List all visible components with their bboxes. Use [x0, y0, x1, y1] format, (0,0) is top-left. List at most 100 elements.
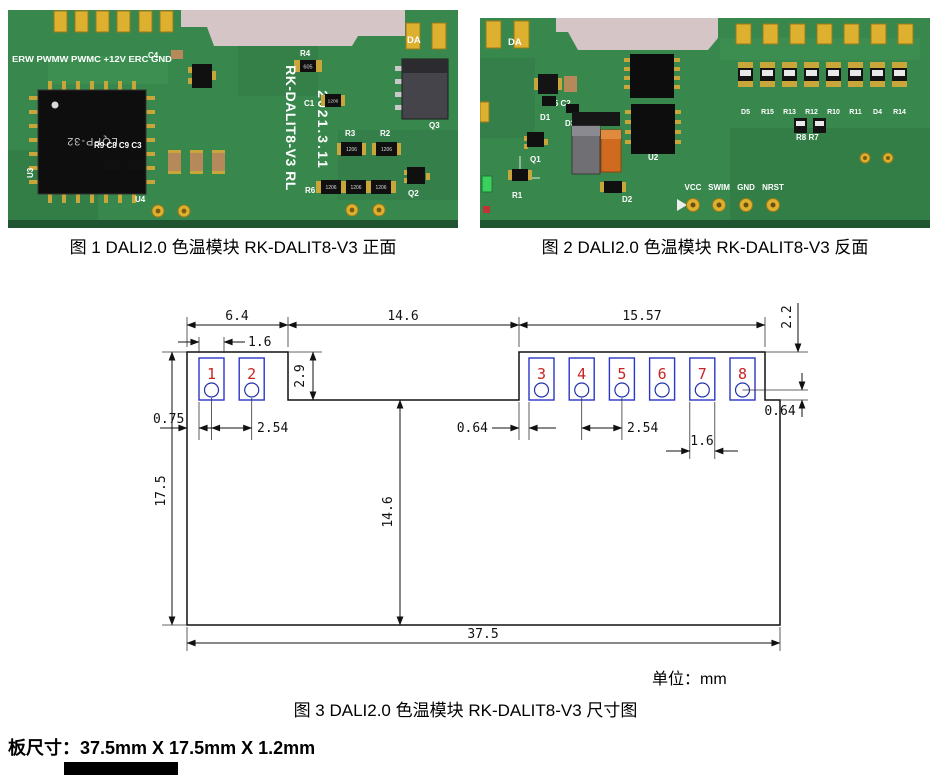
front-top-pads	[53, 10, 174, 33]
dim-tab-inset: 0.64	[457, 421, 488, 436]
dim-pad-top-offset: 2.2	[780, 305, 795, 328]
ref-r3: R3	[345, 129, 356, 138]
front-vias	[151, 203, 386, 218]
front-model-text: RK-DALIT8-V3 RL	[283, 65, 299, 191]
dimension-drawing: 1 2 3 4 5 6 7 8	[153, 303, 808, 651]
component-r5	[534, 74, 577, 94]
svg-text:1: 1	[207, 365, 216, 383]
board-outline	[186, 351, 781, 626]
ref-c4: C4	[148, 51, 159, 60]
figure2-caption: 图 2 DALI2.0 色温模块 RK-DALIT8-V3 反面	[541, 238, 869, 257]
unit-label: 单位：mm	[652, 671, 727, 688]
component-d3	[566, 104, 579, 113]
ref-r2: R2	[380, 129, 391, 138]
svg-text:7: 7	[698, 365, 707, 383]
ref-d3: D3	[565, 119, 576, 128]
ref-u4: U4	[135, 195, 146, 204]
component-r2: 1206	[372, 142, 401, 156]
back-vias	[859, 152, 894, 164]
svg-text:1206: 1206	[328, 99, 339, 105]
svg-text:1206: 1206	[375, 185, 386, 191]
pcb-front-photo: ERW PWMW PWMC +12V ERC GND DA LQFP-32 U3…	[8, 10, 458, 228]
svg-text:8: 8	[738, 365, 747, 383]
svg-text:R11: R11	[849, 109, 862, 116]
programming-pins: VCC SWIM GND NRST	[685, 183, 784, 212]
component-near-c4	[188, 64, 216, 88]
dimension-lines	[160, 303, 806, 647]
dim-edge-margin: 0.75	[153, 412, 184, 427]
svg-text:1206: 1206	[381, 147, 392, 153]
svg-text:R15: R15	[761, 109, 774, 116]
capacitor-row	[104, 150, 225, 174]
back-resistor-row: D5 R15 R13 R12 R10 R11 D4 R14	[738, 62, 907, 116]
pad-3: 3	[528, 357, 555, 401]
svg-text:GND: GND	[737, 183, 755, 192]
dim-pad-w-right: 1.6	[690, 434, 713, 449]
pad-1: 1	[198, 357, 225, 401]
svg-text:R13: R13	[783, 109, 796, 116]
r6-resistor-row: 1206 1206 1206	[316, 180, 396, 194]
front-date-text: 2021.3.11	[315, 90, 331, 170]
photo-background	[181, 10, 405, 46]
svg-text:6: 6	[658, 365, 667, 383]
ref-r5c2: R5 C2	[548, 99, 571, 108]
svg-text:R14: R14	[893, 109, 906, 116]
pad-5: 5	[608, 357, 636, 401]
component-inductor	[571, 112, 620, 175]
dim-body-h: 14.6	[381, 496, 396, 527]
component-d2	[600, 181, 626, 193]
svg-text:2: 2	[247, 365, 256, 383]
ref-u2: U2	[648, 153, 659, 162]
dim-hole-edge: 0.64	[764, 404, 795, 419]
component-q1	[524, 132, 548, 149]
pad-6: 6	[648, 357, 676, 401]
ref-r1: R1	[512, 191, 523, 200]
pad-7: 7	[689, 357, 716, 401]
figure3-caption: 图 3 DALI2.0 色温模块 RK-DALIT8-V3 尺寸图	[293, 701, 638, 720]
component-orange-cap	[600, 129, 622, 173]
cap-near-c4	[171, 50, 183, 59]
back-da-pads	[485, 20, 530, 49]
ref-r8r7: R8 R7	[796, 133, 819, 142]
dim-total-h: 17.5	[154, 475, 169, 506]
led-red	[483, 206, 490, 213]
svg-text:3: 3	[537, 365, 546, 383]
ref-d1: D1	[540, 113, 551, 122]
front-da-label: DA	[407, 35, 421, 46]
ref-u3: U3	[26, 167, 35, 178]
component-r4: 605	[294, 60, 322, 72]
svg-text:R12: R12	[805, 109, 818, 116]
svg-text:VCC: VCC	[685, 183, 702, 192]
chip-u3-marking: LQFP-32	[66, 135, 118, 147]
dim-pad-w-left: 1.6	[248, 335, 271, 350]
ref-q2: Q2	[408, 189, 419, 198]
figure1-caption: 图 1 DALI2.0 色温模块 RK-DALIT8-V3 正面	[69, 238, 397, 257]
svg-text:5: 5	[617, 365, 626, 383]
component-r1	[508, 169, 532, 181]
component-q3	[395, 58, 449, 120]
svg-text:SWIM: SWIM	[708, 183, 730, 192]
r4-marking: 605	[303, 65, 312, 71]
svg-text:1206: 1206	[346, 147, 357, 153]
ref-group1: R9 C8 C9 C3	[94, 141, 142, 150]
back-da-label: DA	[508, 37, 522, 48]
ref-q3: Q3	[429, 121, 440, 130]
ref-q1: Q1	[530, 155, 541, 164]
ref-c1: C1	[304, 99, 315, 108]
dim-seg-mid: 14.6	[387, 309, 418, 324]
dim-total-w: 37.5	[467, 627, 498, 642]
dim-seg-right: 15.57	[622, 309, 661, 324]
photo-background	[556, 18, 718, 50]
dim-tab-h: 2.9	[293, 364, 308, 387]
ic-upper	[624, 54, 680, 98]
svg-text:NRST: NRST	[762, 183, 784, 192]
bottom-black-bar	[64, 762, 178, 775]
board-size-text: 板尺寸：37.5mm X 17.5mm X 1.2mm	[8, 738, 316, 758]
dim-pitch-right: 2.54	[627, 421, 658, 436]
ic-u2	[625, 104, 681, 154]
component-d1	[542, 96, 556, 106]
svg-text:1206: 1206	[350, 185, 361, 191]
components-r8-r7	[794, 118, 826, 133]
silkscreen-arrow-icon	[677, 199, 687, 211]
led-green	[481, 175, 493, 193]
